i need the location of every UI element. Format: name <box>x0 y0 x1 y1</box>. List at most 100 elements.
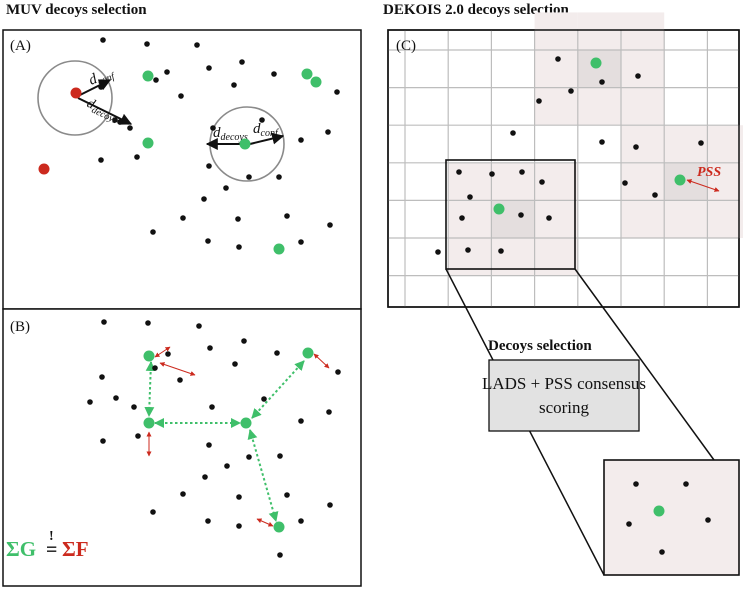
active-dot <box>674 174 686 186</box>
decoy-dot <box>205 518 211 524</box>
decoy-dot <box>277 552 283 558</box>
decoy-dot <box>536 98 542 104</box>
decoy-dot <box>298 239 304 245</box>
decoy-dot <box>180 215 186 221</box>
zoom-line-right <box>574 268 715 461</box>
decoy-dot <box>210 125 216 131</box>
decoy-dot <box>180 491 186 497</box>
muv-title: MUV decoys selection <box>6 2 147 18</box>
decoy-dot <box>236 494 242 500</box>
active-dot <box>273 243 285 255</box>
panel-c-label: (C) <box>396 38 416 54</box>
decoy-dot <box>134 154 140 160</box>
decoy-dot <box>326 409 332 415</box>
active-dot <box>239 138 251 150</box>
decoy-dot <box>622 180 628 186</box>
inactive-dot <box>70 87 82 99</box>
decoy-dot <box>177 377 183 383</box>
decoy-dot <box>539 179 545 185</box>
red-distance-arrows <box>146 346 330 527</box>
decoy-dot <box>334 89 340 95</box>
decoy-dot <box>465 247 471 253</box>
decoy-dot <box>259 117 265 123</box>
neighborhood-cell <box>534 87 578 126</box>
decoy-dot <box>206 65 212 71</box>
decoy-dot <box>659 549 665 555</box>
panel-b-frame <box>2 308 362 587</box>
decoy-dot <box>224 463 230 469</box>
d-decoys-arrow-left <box>77 97 133 125</box>
decoy-dot <box>456 169 462 175</box>
decoy-dot <box>274 350 280 356</box>
decoy-dot <box>87 399 93 405</box>
panel-a-label: (A) <box>10 38 31 54</box>
d-conf-arrow-left <box>77 79 112 97</box>
decoy-dot <box>152 365 158 371</box>
active-dot <box>142 70 154 82</box>
decoy-dot <box>633 144 639 150</box>
decoy-dot <box>100 438 106 444</box>
decoy-dot <box>635 73 641 79</box>
decoy-dot <box>599 139 605 145</box>
decoys-selection-heading: Decoys selection <box>488 338 592 354</box>
decoy-dot <box>100 37 106 43</box>
panel-c: (C) PSS <box>387 12 743 308</box>
decoy-dot <box>194 42 200 48</box>
decoy-dot <box>207 345 213 351</box>
neighborhood-cell <box>448 200 492 238</box>
panel-c-border <box>387 29 740 308</box>
decoy-dot <box>231 82 237 88</box>
active-dot <box>301 68 313 80</box>
lads-pss-box <box>488 359 640 432</box>
red-arrow-1 <box>154 346 171 358</box>
decoy-dot <box>298 137 304 143</box>
grid-lines <box>388 30 739 307</box>
selection-window <box>445 159 576 270</box>
neighborhood-cell <box>707 200 743 238</box>
decoy-dot <box>202 474 208 480</box>
neighborhood-cell <box>707 125 743 163</box>
active-dot <box>302 347 314 359</box>
decoy-dot <box>164 69 170 75</box>
decoy-dot <box>568 88 574 94</box>
decoy-dot <box>284 213 290 219</box>
conf-radius-circle-left <box>37 60 113 136</box>
bang-mark: ! <box>49 529 54 544</box>
decoy-dot <box>241 338 247 344</box>
inactive-dot <box>38 163 50 175</box>
decoy-dot <box>117 119 123 125</box>
decoy-dot <box>555 56 561 62</box>
decoy-dot <box>127 125 133 131</box>
zoomed-dots <box>626 481 711 555</box>
decoy-dot <box>335 369 341 375</box>
active-dot <box>142 137 154 149</box>
sigma-f-label: ΣF <box>62 537 89 561</box>
red-arrow-2 <box>159 362 196 376</box>
decoy-dot <box>144 41 150 47</box>
red-arrow-4 <box>313 353 330 369</box>
decoy-dot <box>325 129 331 135</box>
decoy-dot <box>236 244 242 250</box>
decoy-dot <box>519 169 525 175</box>
decoy-dot <box>276 174 282 180</box>
decoy-dot <box>271 71 277 77</box>
decoy-dot <box>459 215 465 221</box>
panel-a: (A) dconf ddecoys ddecoys dconf <box>2 29 362 310</box>
decoy-dot <box>298 418 304 424</box>
decoy-dot <box>599 79 605 85</box>
decoy-dot <box>467 194 473 200</box>
green-link-4 <box>247 429 279 522</box>
highlight-cells <box>448 12 743 276</box>
d-conf-arrow-right <box>249 132 285 145</box>
neighborhood-cell <box>534 12 578 50</box>
decoy-dot <box>209 404 215 410</box>
decoy-dot <box>232 361 238 367</box>
decoy-dot <box>131 404 137 410</box>
decoy-dot <box>150 229 156 235</box>
active-dot <box>653 505 665 517</box>
panel-a-dots <box>38 37 340 255</box>
decoy-dot <box>201 196 207 202</box>
decoy-dot <box>698 140 704 146</box>
decoy-dot <box>626 521 632 527</box>
